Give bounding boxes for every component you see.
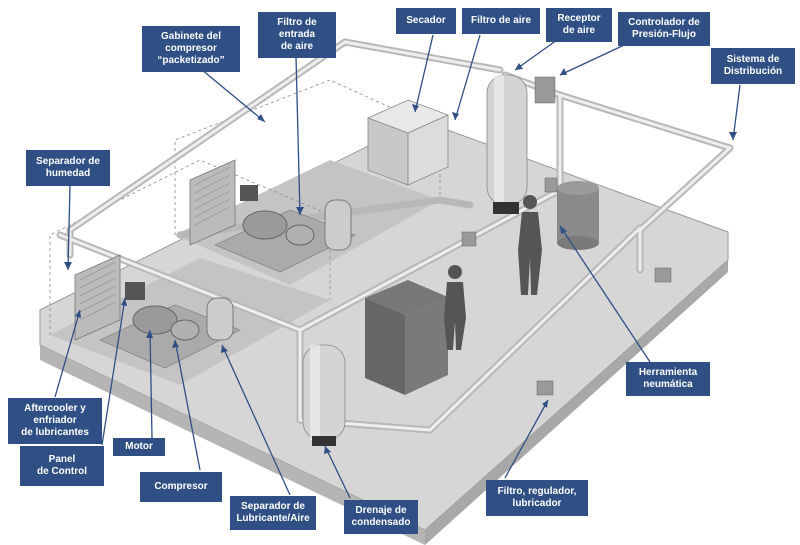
air-receiver-tank <box>486 74 528 214</box>
label-pressure-flow-controller: Controlador de Presión-Flujo <box>618 12 710 46</box>
floor-slab-front-edge <box>40 345 425 545</box>
secondary-receiver-tank <box>302 344 346 446</box>
label-air-intake-filter: Filtro de entrada de aire <box>258 12 336 58</box>
storage-drum <box>557 181 599 250</box>
cabinet-1-dashed-outline <box>49 159 331 335</box>
label-moisture-separator: Separador de humedad <box>26 150 110 186</box>
label-condensate-drain: Drenaje de condensado <box>344 500 418 534</box>
compressor-package-1 <box>74 254 241 369</box>
label-dryer: Secador <box>396 8 456 34</box>
label-aftercooler: Aftercooler y enfriador de lubricantes <box>8 398 102 444</box>
floor-slab-right-edge <box>425 260 728 545</box>
leader-arrowheads <box>64 63 737 454</box>
label-compressor: Compresor <box>140 472 222 502</box>
label-compressor-cabinet: Gabinete del compresor “packetizado” <box>142 26 240 72</box>
label-air-receiver: Receptor de aire <box>546 8 612 42</box>
label-filter-regulator-lubricator: Filtro, regulador, lubricador <box>486 480 588 516</box>
label-pneumatic-tool: Herramienta neumática <box>626 362 710 396</box>
label-air-filter: Filtro de aire <box>462 8 540 34</box>
filter-regulator-units <box>461 76 672 396</box>
label-control-panel: Panel de Control <box>20 446 104 486</box>
dryer-unit <box>366 99 450 186</box>
worker-figures <box>444 195 542 350</box>
compressor-package-2 <box>189 159 356 273</box>
label-motor: Motor <box>113 438 165 456</box>
equipment-cabinet <box>365 280 448 395</box>
label-distribution-system: Sistema de Distribución <box>711 48 795 84</box>
label-lubricant-air-separator: Separador de Lubricante/Aire <box>230 496 316 530</box>
